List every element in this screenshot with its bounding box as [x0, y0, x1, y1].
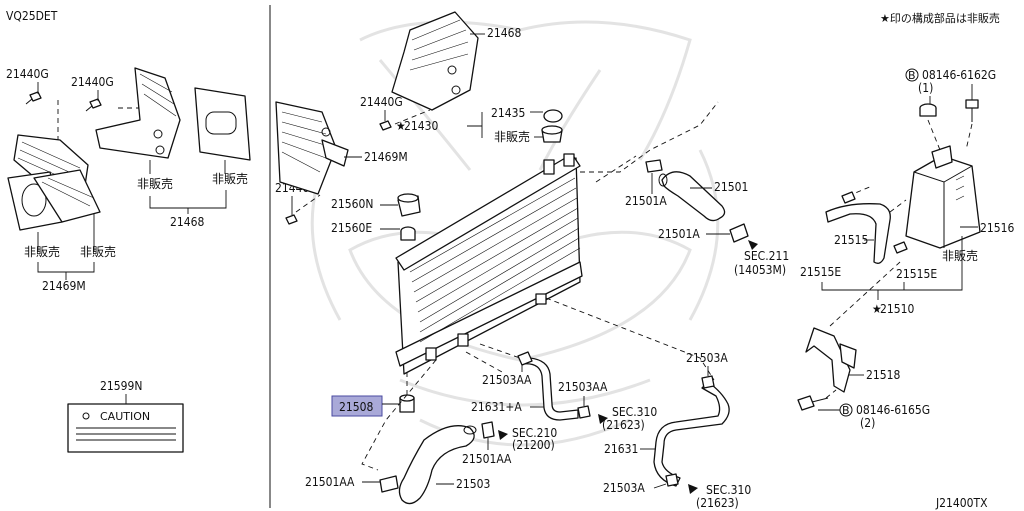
- label-hihanbai-5: 非販売: [494, 129, 530, 144]
- mount-21560e[interactable]: [400, 226, 416, 241]
- clamp-21501aa-2[interactable]: [379, 475, 399, 493]
- shield-21469m-mid[interactable]: [275, 101, 349, 195]
- label-21430: 21430: [404, 119, 438, 133]
- label-21631: 21631: [604, 442, 638, 456]
- clamp-21501a-2[interactable]: [729, 223, 749, 243]
- label-21510: 21510: [880, 302, 914, 316]
- clamp-21501aa-1[interactable]: [481, 421, 495, 439]
- label-21503: 21503: [456, 477, 490, 491]
- bracket-21518[interactable]: [805, 327, 857, 393]
- label-hihanbai-6: 非販売: [942, 248, 978, 263]
- label-21469m-mid: 21469M: [364, 150, 408, 164]
- label-21503aa-1: 21503AA: [482, 373, 532, 387]
- bracket-21468-left[interactable]: [95, 67, 251, 161]
- hose-21631[interactable]: [653, 381, 730, 487]
- mount-21560n[interactable]: [397, 193, 421, 217]
- clamp-21501a-1[interactable]: [645, 159, 663, 173]
- label-21501a-1: 21501A: [625, 194, 667, 208]
- bolt-circle-b-top: [905, 68, 919, 82]
- label-sec310-1-sub: (21623): [602, 418, 645, 432]
- bolt-b-mark-top: B: [908, 69, 916, 82]
- clip-21515e-1[interactable]: [841, 191, 856, 204]
- star-mark-21510: ★: [872, 302, 882, 316]
- arrow-sec310-1: [598, 414, 608, 424]
- label-21501: 21501: [714, 180, 748, 194]
- reservoir-cap[interactable]: [919, 103, 937, 117]
- arrow-sec310-2: [688, 484, 698, 494]
- label-21501aa-2: 21501AA: [305, 475, 355, 489]
- label-21468-top: 21468: [487, 26, 521, 40]
- bracket-21468-top[interactable]: [391, 11, 479, 111]
- label-21503aa-2: 21503AA: [558, 380, 608, 394]
- label-21503a-2: 21503A: [603, 481, 645, 495]
- caution-label-21599n[interactable]: CAUTION: [67, 403, 184, 453]
- label-sec310-1[interactable]: SEC.310: [612, 405, 657, 419]
- label-21515e-1: 21515E: [800, 265, 841, 279]
- bolt-b-mark-bottom: B: [842, 404, 850, 417]
- label-21440g-c: 21440G: [360, 95, 403, 109]
- label-21435: 21435: [491, 106, 525, 120]
- hose-21503[interactable]: [398, 425, 477, 505]
- hose-21515[interactable]: [825, 203, 891, 264]
- label-sec310-2-sub: (21623): [696, 496, 739, 510]
- label-sec211[interactable]: SEC.211: [744, 249, 789, 263]
- label-sec210[interactable]: SEC.210: [512, 426, 557, 440]
- radiator-core[interactable]: [395, 153, 583, 375]
- label-sec210-sub: (21200): [512, 438, 555, 452]
- engine-code: VQ25DET: [6, 9, 58, 23]
- label-21440g-b: 21440G: [71, 75, 114, 89]
- clip-21503aa-1[interactable]: [517, 351, 533, 366]
- label-21515e-2: 21515E: [896, 267, 937, 281]
- drain-plug-21508[interactable]: [399, 394, 415, 413]
- cap-21435[interactable]: [543, 109, 563, 123]
- label-bolt-bottom-qty: (2): [860, 416, 875, 430]
- arrow-sec210: [498, 430, 508, 440]
- bolt-08146-6162g[interactable]: [965, 99, 979, 122]
- label-hihanbai-4: 非販売: [212, 171, 248, 186]
- clip-21515e-2[interactable]: [893, 241, 908, 254]
- bolt-08146-6165g[interactable]: [797, 395, 829, 411]
- label-bolt-top-qty: (1): [918, 81, 933, 95]
- bolt-21440g-left-b[interactable]: [85, 98, 102, 112]
- shield-21469m-left[interactable]: [7, 134, 101, 231]
- label-21468-left: 21468: [170, 215, 204, 229]
- label-hihanbai-2: 非販売: [80, 244, 116, 259]
- label-21560e: 21560E: [331, 221, 372, 235]
- label-21469m-left: 21469M: [42, 279, 86, 293]
- clip-21503a-2[interactable]: [665, 473, 679, 487]
- radiator-cap[interactable]: [541, 125, 563, 143]
- bolt-21440g-mid-b[interactable]: [285, 214, 298, 225]
- part-21508-highlight[interactable]: [331, 395, 383, 417]
- bolt-21440g-left-a[interactable]: [25, 91, 42, 105]
- label-hihanbai-3: 非販売: [137, 176, 173, 191]
- legend-note: ★印の構成部品は非販売: [880, 11, 1000, 25]
- label-21440g-a: 21440G: [6, 67, 49, 81]
- arrow-sec211: [748, 240, 758, 250]
- hose-21501[interactable]: [658, 171, 726, 222]
- label-21516: 21516: [980, 221, 1014, 235]
- label-sec310-2[interactable]: SEC.310: [706, 483, 751, 497]
- label-21631a: 21631+A: [471, 400, 522, 414]
- label-21501aa-1: 21501AA: [462, 452, 512, 466]
- label-21518: 21518: [866, 368, 900, 382]
- label-21501a-2: 21501A: [658, 227, 700, 241]
- label-21508[interactable]: 21508: [339, 400, 373, 414]
- bolt-21440g-mid-a[interactable]: [379, 120, 392, 131]
- label-21599n: 21599N: [100, 379, 142, 393]
- star-mark-21430: ★: [396, 119, 406, 133]
- label-21515: 21515: [834, 233, 868, 247]
- label-sec211-sub: (14053M): [734, 263, 786, 277]
- clip-21503a-1[interactable]: [701, 375, 715, 389]
- diagram-code: J21400TX: [935, 496, 988, 510]
- reservoir-tank-21516[interactable]: [905, 145, 981, 249]
- label-hihanbai-1: 非販売: [24, 244, 60, 259]
- label-bolt-top: 08146-6162G: [922, 68, 996, 82]
- label-21560n: 21560N: [331, 197, 373, 211]
- clip-21503aa-2[interactable]: [577, 405, 591, 419]
- label-bolt-bottom: 08146-6165G: [856, 403, 930, 417]
- label-21503a-1: 21503A: [686, 351, 728, 365]
- caution-label-text: CAUTION: [100, 410, 150, 423]
